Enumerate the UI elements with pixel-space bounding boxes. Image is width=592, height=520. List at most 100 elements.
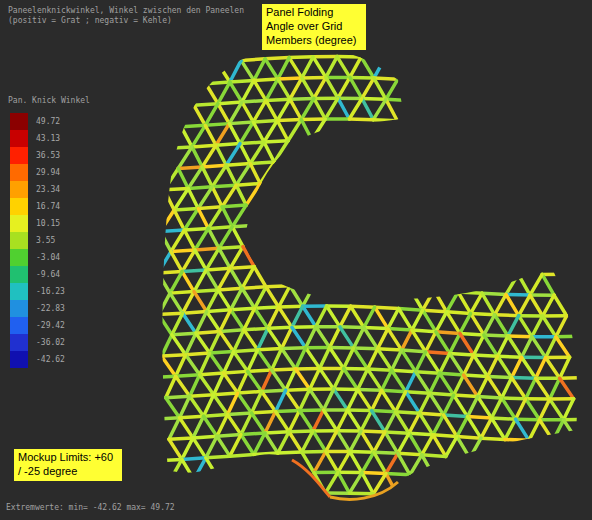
note-text: Mockup Limits: +60 / -25 degree (18, 451, 118, 479)
grid-member (236, 164, 250, 186)
grid-member (222, 185, 236, 207)
grid-member (416, 372, 430, 394)
grid-member (282, 327, 292, 348)
grid-member (279, 286, 290, 307)
grid-member (314, 452, 326, 473)
grid-member (232, 227, 243, 247)
grid-member (350, 450, 374, 454)
grid-member (488, 377, 502, 398)
grid-member (478, 397, 502, 398)
grid-member (254, 80, 266, 100)
grid-member (194, 270, 206, 292)
grid-member (344, 367, 368, 371)
grid-member (230, 247, 243, 269)
grid-member (228, 393, 238, 415)
grid-member (181, 125, 205, 127)
grid-member (289, 432, 302, 452)
grid-member (337, 55, 361, 59)
grid-member (338, 77, 350, 98)
grid-member (312, 119, 325, 140)
grid-member (543, 316, 556, 337)
grid-member (205, 124, 229, 126)
grid-member (348, 410, 361, 431)
grid-member (338, 96, 362, 100)
grid-member (290, 97, 314, 101)
grid-member (279, 307, 292, 327)
colorbar-value: 3.55 (36, 236, 55, 245)
grid-member (178, 147, 192, 169)
grid-member (289, 429, 313, 433)
grid-member (171, 252, 182, 272)
grid-member (440, 373, 464, 375)
grid-member (217, 415, 228, 437)
grid-member (182, 270, 206, 272)
grid-member (219, 227, 232, 249)
grid-member (286, 390, 300, 410)
grid-member (402, 330, 412, 350)
grid-member (195, 248, 219, 250)
grid-member (433, 435, 457, 437)
grid-member (200, 353, 210, 375)
grid-member (184, 208, 198, 230)
grid-member (505, 419, 516, 439)
grid-member (278, 79, 290, 99)
grid-member (240, 144, 250, 164)
grid-member (182, 250, 195, 272)
grid-member (334, 387, 358, 391)
grid-member (519, 295, 530, 316)
grid-member (314, 471, 338, 475)
grid-member (206, 458, 218, 478)
grid-member (434, 290, 447, 312)
grid-member (190, 395, 214, 397)
grid-member (255, 307, 279, 308)
grid-member (174, 210, 184, 230)
grid-member (375, 307, 399, 308)
grid-member (206, 270, 218, 290)
grid-member (190, 396, 204, 416)
grid-member (174, 208, 198, 210)
grid-member (354, 346, 378, 350)
grid-member (228, 413, 252, 415)
grid-member (230, 267, 254, 269)
grid-member (290, 286, 303, 306)
grid-member (168, 147, 192, 148)
grid-member (516, 417, 540, 421)
grid-member (276, 412, 289, 432)
grid-member (344, 348, 354, 369)
grid-member (258, 350, 272, 370)
grid-member (560, 378, 574, 399)
colorbar-value: 29.94 (36, 168, 60, 177)
grid-member (546, 356, 570, 360)
grid-member (492, 418, 505, 439)
grid-member (420, 393, 430, 413)
grid-member (274, 141, 288, 162)
colorbar-swatch (10, 351, 28, 368)
grid-member (458, 292, 482, 293)
grid-member (338, 98, 349, 119)
grid-member (169, 438, 193, 439)
grid-member (560, 376, 584, 380)
grid-member (166, 398, 180, 418)
grid-member (160, 230, 184, 231)
grid-member (216, 124, 229, 146)
grid-member (241, 433, 265, 435)
grid-member (272, 349, 282, 370)
grid-member (399, 309, 423, 311)
grid-member (361, 57, 374, 78)
grid-member (560, 357, 570, 378)
grid-member (481, 418, 492, 438)
grid-member (152, 376, 176, 377)
grid-member (159, 315, 172, 335)
grid-member (530, 274, 542, 295)
grid-member (416, 352, 426, 372)
grid-member (540, 420, 553, 441)
grid-member (241, 59, 265, 61)
grid-member (162, 355, 186, 356)
grid-member (266, 287, 279, 307)
grid-member (324, 389, 334, 410)
grid-member (354, 348, 368, 369)
grid-member (354, 327, 364, 347)
grid-member (253, 100, 266, 122)
grid-member (454, 395, 478, 397)
grid-member (158, 459, 182, 460)
